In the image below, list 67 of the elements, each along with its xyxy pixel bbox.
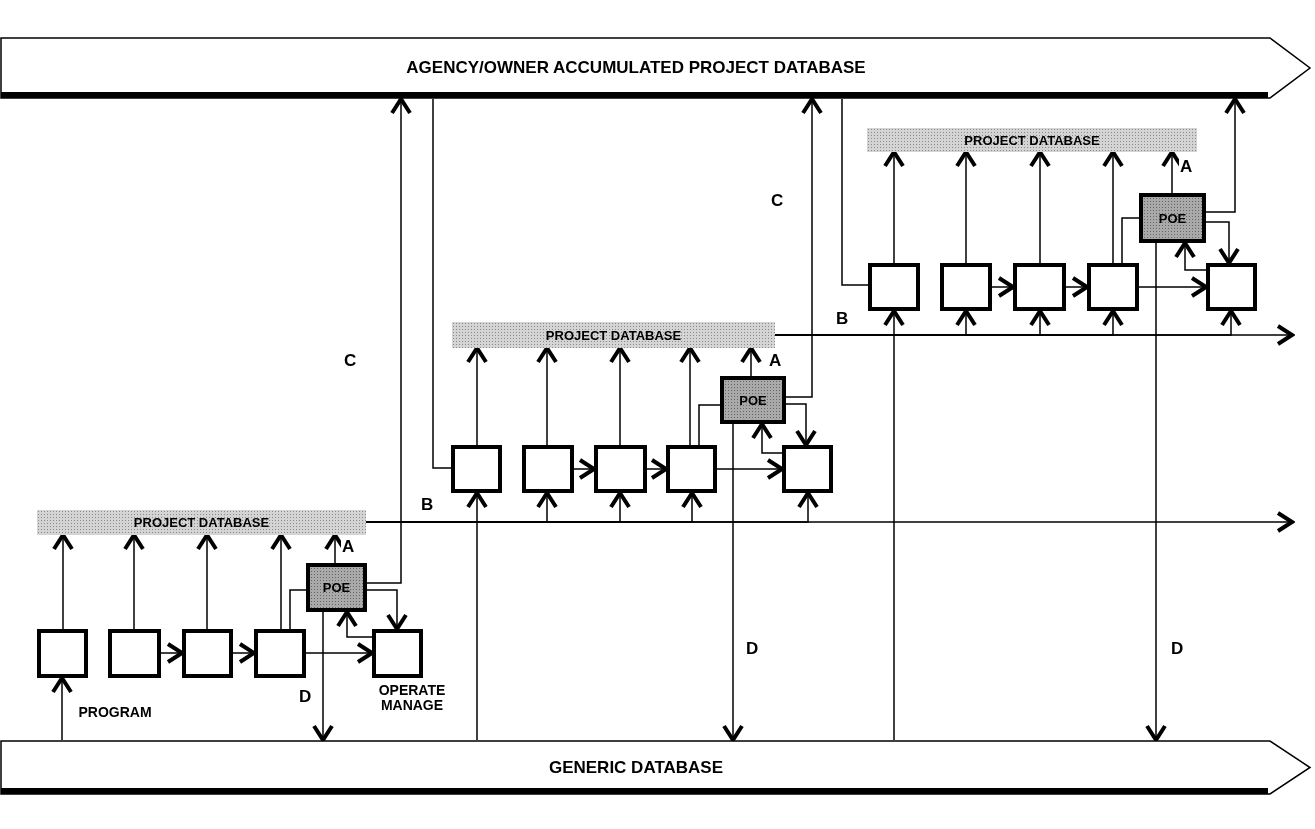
process-box [940,263,992,311]
connector-line [432,98,452,469]
connector-line [1121,217,1140,264]
arrow [305,642,374,664]
arrow [1145,242,1167,742]
arrow [609,346,631,446]
arrow [160,642,184,664]
arrow [785,97,823,398]
arrow [883,150,905,264]
arrow [679,346,701,446]
arrow [1102,150,1124,264]
arrow [740,346,762,377]
arrow [722,423,744,742]
database-bar: PROJECT DATABASE [37,510,366,535]
database-bar: PROJECT DATABASE [452,322,775,348]
database-bar: PROJECT DATABASE [867,128,1197,152]
arrow [270,533,292,630]
process-box [522,445,574,493]
arrow [52,533,74,630]
arrow [123,533,145,630]
shaded-box: POE [720,376,786,424]
process-box [1087,263,1139,311]
arrow [1205,97,1246,213]
box-caption: PROGRAM [77,705,153,720]
process-box [254,629,306,678]
process-box [868,263,920,311]
connector-line [289,589,307,630]
arrow [232,642,256,664]
process-box [451,445,502,493]
arrow [573,458,596,480]
process-box [782,445,833,493]
arrow [1205,221,1240,265]
process-box [182,629,233,678]
arrow [955,150,977,264]
database-arrow-band: AGENCY/OWNER ACCUMULATED PROJECT DATABASE [0,37,1312,99]
process-box [372,629,423,678]
arrow [1065,276,1089,298]
arrow [312,611,334,742]
shaded-box: POE [1139,193,1206,243]
process-box [1013,263,1066,311]
arrow [1174,241,1207,271]
arrow [883,309,905,741]
arrow [336,610,373,638]
arrow [366,589,408,631]
arrow [716,458,784,480]
arrow [51,676,73,741]
arrow [196,533,218,630]
arrow [466,346,488,446]
process-box [1206,263,1257,311]
arrow [536,346,558,446]
arrow [366,97,412,584]
connector-line [841,98,869,286]
arrow [646,458,668,480]
connector-line [698,404,721,446]
arrow [1138,276,1208,298]
arrow [1029,150,1051,264]
shaded-box: POE [306,563,367,612]
arrow [466,491,488,741]
arrow [991,276,1015,298]
process-box [594,445,647,493]
process-box [37,629,88,678]
process-box [666,445,717,493]
box-caption: OPERATE MANAGE [377,683,447,713]
arrow [751,422,783,454]
process-box [108,629,161,678]
arrow [785,403,817,447]
database-arrow-band: GENERIC DATABASE [0,740,1312,795]
